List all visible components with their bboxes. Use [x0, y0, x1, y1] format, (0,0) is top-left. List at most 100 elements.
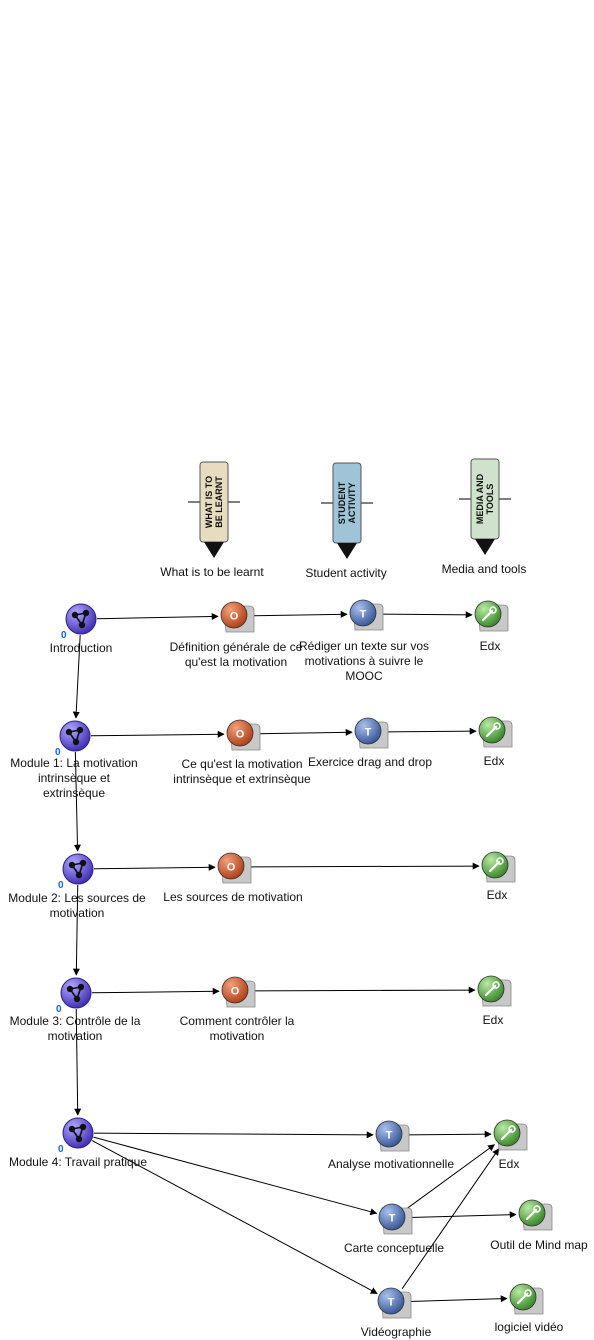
node-label: Analyse motivationnelle [328, 1157, 454, 1171]
t-icon: T [365, 727, 372, 739]
node-label: Carte conceptuelle [344, 1241, 444, 1255]
activity-node-icon[interactable] [377, 1287, 405, 1315]
wrench-icon [484, 981, 500, 997]
node-label: Outil de Mind map [490, 1238, 588, 1252]
module-node-icon[interactable] [59, 720, 91, 752]
edge-n_m1-to-n_m2 [73, 751, 81, 852]
node-label: logiciel vidéo [495, 1320, 564, 1334]
module-node-icon[interactable] [62, 853, 94, 885]
o-icon: O [236, 729, 245, 741]
node-n_logiciel[interactable]: logiciel vidéo [495, 1283, 564, 1334]
network-icon [68, 1123, 87, 1143]
t-icon: T [386, 1130, 393, 1142]
knowledge-node-icon[interactable] [221, 976, 249, 1004]
knowledge-node-icon[interactable] [217, 852, 245, 880]
wrench-icon [485, 722, 501, 738]
node-label: Vidéographie [361, 1325, 432, 1339]
node-count: 0 [61, 630, 67, 641]
t-icon: T [360, 609, 367, 621]
legend-pointer-icon [475, 539, 495, 555]
edge-n_m3-to-n_m4 [74, 1008, 82, 1116]
activity-node-icon[interactable] [349, 599, 377, 627]
node-n_edx4[interactable]: Edx [477, 975, 512, 1027]
network-icon [68, 859, 87, 879]
t-icon: T [388, 1297, 395, 1309]
legend-label: Student activity [305, 566, 386, 580]
module-node-icon[interactable] [65, 603, 97, 635]
legend-pointer-icon [204, 542, 224, 558]
edge-n_def-to-n_rediger [251, 610, 348, 618]
node-label: Edx [499, 1157, 520, 1171]
network-icon [66, 983, 85, 1003]
knowledge-node-icon[interactable] [220, 601, 248, 629]
node-count: 0 [58, 880, 64, 891]
edge-n_m4-to-n_analyse [93, 1131, 374, 1139]
knowledge-node-icon[interactable] [226, 719, 254, 747]
edge-n_analyse-to-n_edx5 [406, 1130, 492, 1138]
node-label: Les sources de motivation [163, 890, 302, 904]
wrench-icon [525, 1205, 541, 1221]
wrench-icon [500, 1125, 516, 1141]
edge-n_rediger-to-n_edx1 [380, 611, 473, 619]
o-icon: O [231, 986, 240, 998]
edge-n_m2-to-n_sources [93, 863, 216, 871]
o-icon: O [230, 611, 239, 623]
edge-n_video-to-n_edx5 [401, 1148, 500, 1290]
activity-node-icon[interactable] [375, 1120, 403, 1148]
edge-n_m4-to-n_carte [93, 1136, 378, 1216]
node-count: 0 [55, 747, 61, 758]
node-n_video[interactable]: T Vidéographie [361, 1287, 432, 1339]
edge-n_m3-to-n_controler [91, 987, 220, 995]
activity-node-icon[interactable] [354, 717, 382, 745]
edge-n_intro-to-n_m1 [72, 634, 81, 719]
node-label: Edx [480, 639, 501, 653]
node-n_edx1[interactable]: Edx [474, 600, 509, 653]
edge-n_m4-to-n_video [91, 1140, 378, 1294]
edge-n_m1-to-n_ce [90, 730, 225, 738]
legend-pointer-icon [337, 543, 357, 559]
legend-label: What is to be learnt [160, 565, 264, 579]
node-n_edx2[interactable]: Edx [478, 716, 513, 768]
node-n_sources[interactable]: O Les sources de motivation [163, 852, 303, 904]
t-icon: T [389, 1213, 396, 1225]
edge-n_m2-to-n_m3 [72, 884, 80, 976]
network-icon [65, 726, 84, 746]
node-label: Introduction [50, 641, 113, 655]
module-node-icon[interactable] [60, 977, 92, 1009]
edge-n_intro-to-n_def [96, 612, 219, 620]
edge-n_carte-to-n_mindmap [409, 1211, 517, 1219]
o-icon: O [227, 862, 236, 874]
node-label: Edx [483, 1013, 504, 1027]
network-icon [71, 609, 90, 629]
node-n_edx3[interactable]: Edx [481, 851, 516, 902]
node-label: Module 4: Travail pratique [9, 1155, 147, 1169]
module-node-icon[interactable] [62, 1117, 94, 1149]
node-n_carte[interactable]: T Carte conceptuelle [344, 1203, 444, 1255]
edge-n_controler-to-n_edx4 [252, 986, 476, 994]
edge-n_carte-to-n_edx5 [406, 1144, 496, 1209]
node-n_mindmap[interactable]: Outil de Mind map [490, 1199, 588, 1252]
wrench-icon [516, 1289, 532, 1305]
node-n_analyse[interactable]: T Analyse motivationnelle [328, 1120, 454, 1171]
node-n_edx5[interactable]: Edx [493, 1119, 528, 1171]
activity-node-icon[interactable] [378, 1203, 406, 1231]
node-label: Edx [487, 888, 508, 902]
legend-banner-text: STUDENTACTIVITY [337, 481, 357, 524]
node-count: 0 [56, 1004, 62, 1015]
